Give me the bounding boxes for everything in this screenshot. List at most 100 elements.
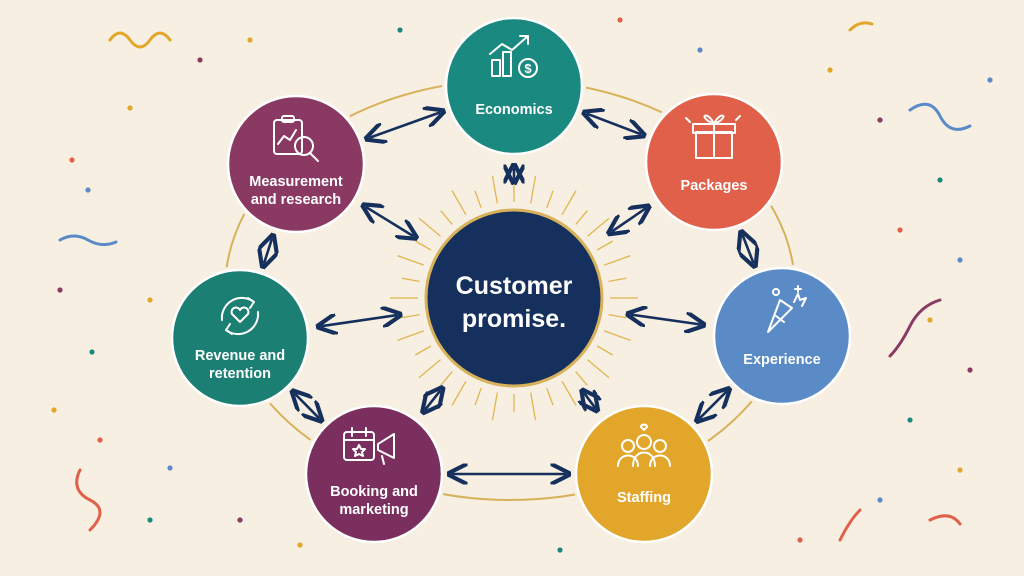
node-label-revenue-retention-line-2: retention <box>209 366 271 382</box>
sunburst-ray <box>474 387 482 406</box>
sunburst-ray <box>587 359 610 379</box>
node-label-measurement-research-line-2: and research <box>251 192 341 208</box>
confetti-dot <box>907 417 913 423</box>
node-label-economics-line-1: Economics <box>475 102 552 118</box>
clipboard-magnifier-icon <box>273 115 319 162</box>
node-packages[interactable]: Packages <box>642 90 786 234</box>
sunburst-ray <box>530 392 537 421</box>
ring-arrow-packages <box>742 235 753 264</box>
confetti-dot <box>197 57 203 63</box>
confetti-dot <box>69 157 75 163</box>
center-node[interactable]: Customer promise. <box>424 208 604 388</box>
node-staffing[interactable]: Staffing <box>572 402 716 546</box>
confetti-dot <box>557 547 563 553</box>
ring-arrow-economics <box>587 114 641 135</box>
node-circle <box>644 92 784 232</box>
growth-chart-dollar-icon: $ <box>489 35 538 78</box>
sunburst-ray <box>414 345 432 356</box>
confetti-streamer <box>838 508 862 542</box>
node-circle <box>574 404 714 544</box>
sunburst-ray <box>546 190 554 209</box>
confetti-dot <box>57 287 63 293</box>
sunburst-ray <box>587 217 610 237</box>
sunburst-ray <box>397 330 425 342</box>
node-booking-marketing[interactable]: Booking and marketing <box>302 402 446 546</box>
confetti-dot <box>937 177 943 183</box>
confetti-dot <box>397 27 403 33</box>
spoke-arrow-packages <box>612 208 647 232</box>
confetti-dot <box>247 37 253 43</box>
confetti-streamer <box>848 21 874 32</box>
sunburst-ray <box>575 210 588 225</box>
sunburst-ray <box>401 314 420 319</box>
confetti-dot <box>97 437 103 443</box>
node-circle <box>304 404 444 544</box>
node-revenue-retention[interactable]: Revenue and retention <box>168 266 312 410</box>
sunburst-ray <box>603 254 631 266</box>
spoke-arrow-measurement-research <box>366 207 414 236</box>
confetti-dot <box>877 117 883 123</box>
sunburst-ray <box>561 190 577 216</box>
confetti-dot <box>51 407 57 413</box>
calendar-megaphone-icon <box>343 427 395 465</box>
sunburst-ray <box>596 240 614 251</box>
sunburst-ray <box>546 387 554 406</box>
confetti-dot <box>827 67 833 73</box>
ring-arrow-measurement-research <box>369 112 440 137</box>
confetti-dot <box>147 297 153 303</box>
confetti-dot <box>967 367 973 373</box>
confetti-dot <box>85 187 91 193</box>
spoke-arrow-experience <box>631 315 701 325</box>
confetti-dot <box>877 497 883 503</box>
confetti-dot <box>297 542 303 548</box>
spoke-arrow-staffing <box>584 393 595 408</box>
confetti-streamer <box>928 514 962 526</box>
node-circle <box>226 94 366 234</box>
center-sunburst <box>390 175 638 421</box>
ring-arrow-experience <box>699 391 727 419</box>
sunburst-ray <box>418 359 441 379</box>
sunburst-ray <box>474 190 482 209</box>
confetti-streamer <box>908 102 972 131</box>
sunburst-ray <box>575 371 588 386</box>
sunburst-ray <box>451 190 467 216</box>
node-circle <box>170 268 310 408</box>
sunburst-ray <box>397 254 425 266</box>
sunburst-ray <box>530 175 537 204</box>
sunburst-ray <box>608 314 627 319</box>
confetti-dot <box>89 349 95 355</box>
sunburst-ray <box>608 277 627 282</box>
sunburst-ray <box>440 371 453 386</box>
sunburst-ray <box>418 217 441 237</box>
node-label-booking-marketing-line-1: Booking and <box>330 484 418 500</box>
node-label-revenue-retention-line-1: Revenue and <box>195 348 285 364</box>
confetti-dot <box>127 105 133 111</box>
confetti-streamer <box>108 31 172 49</box>
sunburst-ray <box>451 380 467 406</box>
node-circle <box>712 266 852 406</box>
confetti-dot <box>617 17 623 23</box>
sunburst-ray <box>603 330 631 342</box>
node-label-packages-line-1: Packages <box>681 178 748 194</box>
confetti-dot <box>237 517 243 523</box>
node-label-measurement-research-line-1: Measurement <box>249 174 343 190</box>
center-circle <box>424 208 604 388</box>
svg-text:$: $ <box>524 61 532 76</box>
node-economics[interactable]: $ Economics <box>442 14 586 158</box>
ring-arrow-booking-marketing <box>295 394 320 419</box>
spoke-arrow-booking-marketing <box>425 390 440 409</box>
confetti-dot <box>897 227 903 233</box>
node-label-experience-line-1: Experience <box>743 352 820 368</box>
ring-arrow-revenue-retention <box>264 238 272 264</box>
node-measurement-research[interactable]: Measurement and research <box>224 92 368 236</box>
node-experience[interactable]: Experience <box>710 264 854 408</box>
confetti-dot <box>957 257 963 263</box>
confetti-streamer <box>58 234 118 247</box>
connector-arrows <box>264 112 754 474</box>
confetti-dot <box>167 465 173 471</box>
sunburst-ray <box>401 277 420 282</box>
node-circle <box>444 16 584 156</box>
node-label-booking-marketing-line-2: marketing <box>339 502 408 518</box>
